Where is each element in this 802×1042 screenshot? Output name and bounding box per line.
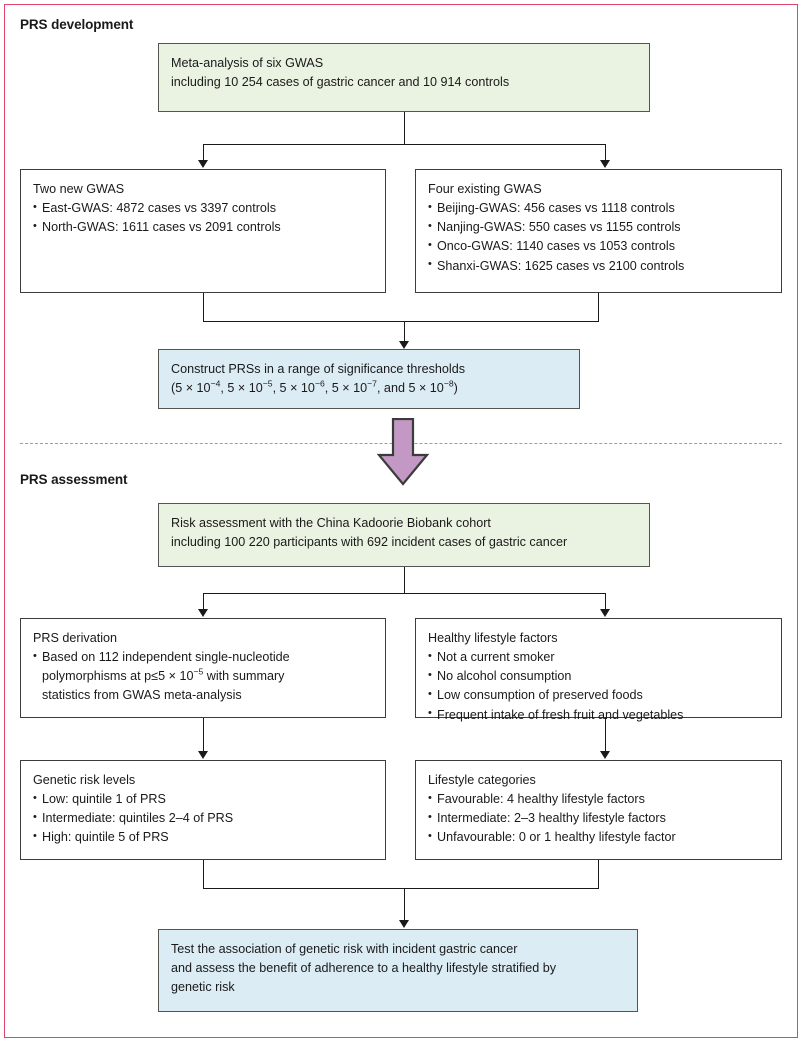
connector-to-healthy-lifestyle [605,593,606,610]
test-association-line2: and assess the benefit of adherence to a… [171,961,557,976]
connector-to-four-existing-gwas [605,144,606,161]
connector-prs-derivation-down [203,718,204,752]
construct-prs-thresholds: (5 × 10−4, 5 × 10−5, 5 × 10−6, 5 × 10−7,… [171,379,567,398]
node-risk-assessment: Risk assessment with the China Kadoorie … [158,503,650,567]
connector-meta-split [203,144,605,145]
node-healthy-lifestyle-factors: Healthy lifestyle factors Not a current … [415,618,782,722]
arrowhead-healthy-lifestyle [599,609,610,617]
prs-derivation-text-3: with summary [203,669,285,684]
node-genetic-risk-levels: Genetic risk levels Low: quintile 1 of P… [20,760,386,860]
list-item: Intermediate: quintiles 2–4 of PRS [33,809,373,828]
prs-derivation-list: Based on 112 independent single-nucleoti… [33,648,373,705]
list-item: East-GWAS: 4872 cases vs 3397 controls [33,199,373,218]
threshold-prefix: (5 × 10 [171,381,211,396]
threshold-suffix: ) [453,381,458,396]
node-two-new-gwas: Two new GWAS East-GWAS: 4872 cases vs 33… [20,169,386,293]
four-existing-gwas-list: Beijing-GWAS: 456 cases vs 1118 controls… [428,199,769,276]
prs-derivation-exponent: −5 [193,666,204,677]
section-label-prs-development: PRS development [20,17,134,32]
arrowhead-construct-prs [398,341,409,349]
arrowhead-prs-derivation [197,609,208,617]
arrowhead-four-existing-gwas [599,160,610,168]
healthy-lifestyle-list: Not a current smoker No alcohol consumpt… [428,648,769,725]
threshold-sep-1: , 5 × 10 [220,381,263,396]
two-new-gwas-title: Two new GWAS [33,182,125,196]
threshold-sep-3: , 5 × 10 [324,381,368,396]
test-association-line3: genetic risk [171,980,235,995]
arrowhead-two-new-gwas [197,160,208,168]
two-new-gwas-list: East-GWAS: 4872 cases vs 3397 controls N… [33,199,373,237]
four-existing-gwas-title: Four existing GWAS [428,182,542,196]
threshold-sep-4: , and 5 × 10 [376,381,444,396]
meta-analysis-line2: including 10 254 cases of gastric cancer… [171,75,510,90]
threshold-sep-2: , 5 × 10 [272,381,315,396]
list-item: Intermediate: 2–3 healthy lifestyle fact… [428,809,769,828]
list-item: Unfavourable: 0 or 1 healthy lifestyle f… [428,828,769,847]
risk-assessment-line2: including 100 220 participants with 692 … [171,535,568,550]
connector-four-existing-gwas-down [598,293,599,321]
threshold-exp-2: −5 [262,378,273,389]
list-item: North-GWAS: 1611 cases vs 2091 controls [33,218,373,237]
node-construct-prs: Construct PRSs in a range of significanc… [158,349,580,409]
healthy-lifestyle-title: Healthy lifestyle factors [428,631,558,645]
arrowhead-genetic-risk-levels [197,751,208,759]
list-item: Not a current smoker [428,648,769,667]
connector-risk-split [203,593,605,594]
threshold-exp-4: −7 [367,378,377,389]
list-item: Shanxi-GWAS: 1625 cases vs 2100 controls [428,256,769,276]
genetic-risk-levels-list: Low: quintile 1 of PRS Intermediate: qui… [33,790,373,847]
connector-gwas-merge [203,321,599,322]
connector-merge-to-construct [404,321,405,342]
connector-meta-down [404,112,405,144]
node-prs-derivation: PRS derivation Based on 112 independent … [20,618,386,718]
list-item: Low: quintile 1 of PRS [33,790,373,809]
node-four-existing-gwas: Four existing GWAS Beijing-GWAS: 456 cas… [415,169,782,293]
connector-to-prs-derivation [203,593,204,610]
meta-analysis-line1: Meta-analysis of six GWAS [171,56,324,70]
list-item: Nanjing-GWAS: 550 cases vs 1155 controls [428,218,769,237]
prs-derivation-text-1: Based on 112 independent single-nucleoti… [42,650,290,665]
test-association-line1: Test the association of genetic risk wit… [171,942,518,956]
genetic-risk-levels-title: Genetic risk levels [33,773,136,787]
threshold-exp-3: −6 [314,378,325,389]
connector-genetic-risk-down [203,860,204,888]
lifestyle-categories-list: Favourable: 4 healthy lifestyle factors … [428,790,769,847]
list-item: Low consumption of preserved foods [428,686,769,705]
arrowhead-lifestyle-categories [599,751,610,759]
list-item: No alcohol consumption [428,667,769,686]
node-meta-analysis: Meta-analysis of six GWAS including 10 2… [158,43,650,112]
list-item: Frequent intake of fresh fruit and veget… [428,705,769,725]
connector-healthy-lifestyle-down [605,718,606,752]
node-lifestyle-categories: Lifestyle categories Favourable: 4 healt… [415,760,782,860]
connector-merge-to-test [404,888,405,921]
list-item: Favourable: 4 healthy lifestyle factors [428,790,769,809]
purple-section-arrow [376,418,430,486]
list-item: Onco-GWAS: 1140 cases vs 1053 controls [428,237,769,256]
connector-risk-down [404,567,405,593]
connector-lifestyle-categories-down [598,860,599,888]
lifestyle-categories-title: Lifestyle categories [428,773,536,787]
section-label-prs-assessment: PRS assessment [20,472,128,487]
list-item: Beijing-GWAS: 456 cases vs 1118 controls [428,199,769,218]
connector-final-merge [203,888,599,889]
prs-derivation-title: PRS derivation [33,631,117,645]
prs-derivation-text-2: polymorphisms at p≤5 × 10 [42,669,194,684]
list-item: Based on 112 independent single-nucleoti… [33,648,373,705]
connector-to-two-new-gwas [203,144,204,161]
threshold-exp-5: −8 [443,378,454,389]
risk-assessment-line1: Risk assessment with the China Kadoorie … [171,516,491,530]
construct-prs-line1: Construct PRSs in a range of significanc… [171,362,466,376]
arrowhead-test-association [398,920,409,928]
figure-border [4,4,798,1038]
threshold-exp-1: −4 [210,378,221,389]
node-test-association: Test the association of genetic risk wit… [158,929,638,1012]
connector-two-new-gwas-down [203,293,204,321]
list-item: High: quintile 5 of PRS [33,828,373,847]
prs-derivation-text-4: statistics from GWAS meta-analysis [42,688,242,703]
